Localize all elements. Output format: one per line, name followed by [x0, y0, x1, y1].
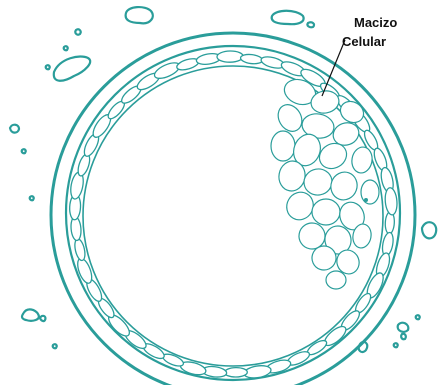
- debris-blob: [64, 46, 68, 50]
- debris-blob: [22, 309, 39, 320]
- debris-blob: [394, 343, 398, 347]
- debris-blob: [54, 57, 90, 81]
- trophoblast-cell: [384, 187, 398, 215]
- debris-blob: [398, 323, 409, 332]
- inner-cell-mass-cell: [271, 131, 295, 161]
- debris-blob: [422, 222, 436, 238]
- debris-blob: [416, 315, 420, 319]
- debris-blob: [126, 7, 153, 23]
- debris-blob: [401, 334, 406, 339]
- debris-blob: [40, 316, 45, 321]
- trophoblast-cell: [240, 53, 263, 65]
- inner-cell-mass-cell: [326, 271, 346, 289]
- nucleus-dot: [364, 198, 368, 202]
- debris-blob: [307, 22, 314, 27]
- debris-blob: [46, 65, 50, 69]
- inner-cell-mass-cell: [302, 167, 334, 197]
- debris-blob: [75, 29, 80, 34]
- trophoblast-cell: [260, 55, 286, 70]
- label-line-2: Celular: [342, 34, 386, 49]
- trophoblast-cell: [152, 60, 182, 82]
- debris-blob: [22, 149, 26, 153]
- label-line-1: Macizo: [354, 15, 397, 30]
- inner-cell-mass-cell: [361, 180, 379, 204]
- debris-blob: [10, 125, 19, 133]
- trophoblast-cell: [217, 51, 243, 63]
- inner-cell-mass-cell: [327, 168, 361, 203]
- inner-cell-mass-cell: [312, 199, 340, 225]
- debris-blob: [30, 196, 34, 200]
- trophoblast-cell: [75, 257, 95, 285]
- debris-blob: [53, 344, 57, 348]
- debris-blob: [272, 11, 304, 24]
- trophoblast-cell: [224, 367, 247, 377]
- inner-cell-mass-cell: [273, 100, 306, 135]
- inner-cell-mass-cell: [350, 145, 374, 174]
